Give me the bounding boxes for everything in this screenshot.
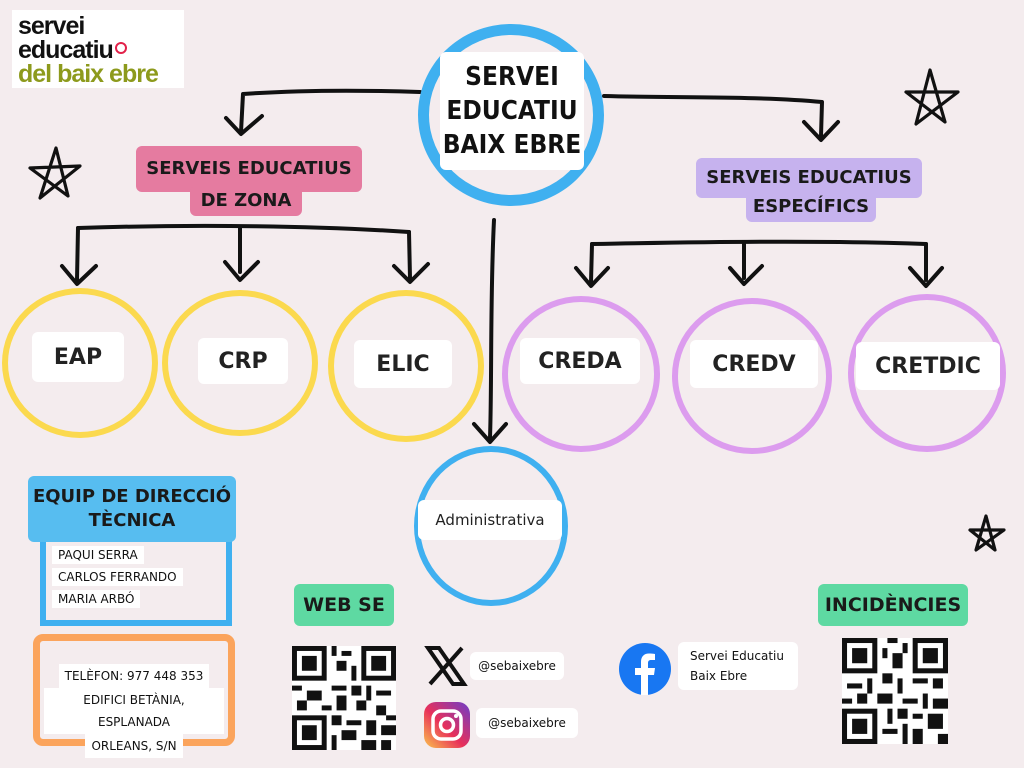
especifics-tag: SERVEIS EDUCATIUS bbox=[696, 158, 922, 198]
especifics-tag-line-1: SERVEIS EDUCATIUS bbox=[706, 167, 912, 188]
creda-label: CREDA bbox=[520, 338, 640, 384]
cretdic-label: CRETDIC bbox=[856, 342, 1000, 390]
elic-label: ELIC bbox=[354, 340, 452, 388]
incidencies-tag: INCIDÈNCIES bbox=[818, 584, 968, 626]
equip-tag: EQUIP DE DIRECCIÓ TÈCNICA bbox=[28, 476, 236, 542]
facebook-icon[interactable] bbox=[618, 642, 672, 696]
contact-phone: TELÈFON: 977 448 353 bbox=[58, 664, 210, 688]
especifics-tag-line-2: ESPECÍFICS bbox=[752, 196, 870, 217]
logo-line-1: servei bbox=[18, 12, 85, 40]
zona-tag-line-2: DE ZONA bbox=[200, 190, 292, 211]
member-name: CARLOS FERRANDO bbox=[52, 568, 183, 586]
contact-address-2: ORLEANS, S/N bbox=[85, 734, 183, 758]
main-circle bbox=[418, 24, 604, 206]
facebook-line-1: Servei Educatiu bbox=[690, 649, 784, 663]
contact-info: TELÈFON: 977 448 353 EDIFICI BETÀNIA, ES… bbox=[44, 664, 224, 758]
cretdic-circle bbox=[848, 294, 1006, 452]
member-name: PAQUI SERRA bbox=[52, 546, 144, 564]
main-title-line-1: SERVEI bbox=[465, 62, 559, 92]
qr-code-icon[interactable] bbox=[842, 638, 948, 744]
elic-circle bbox=[328, 290, 484, 442]
administrativa-label: Administrativa bbox=[418, 500, 562, 540]
zona-tag-sub: DE ZONA bbox=[190, 186, 302, 216]
crp-circle bbox=[162, 290, 318, 436]
equip-box bbox=[40, 510, 232, 626]
member-name: MARIA ARBÓ bbox=[52, 590, 141, 608]
star-icon bbox=[28, 146, 82, 200]
especifics-tag-sub: ESPECÍFICS bbox=[746, 192, 876, 222]
credv-circle bbox=[672, 298, 832, 454]
zona-tag-line-1: SERVEIS EDUCATIUS bbox=[146, 158, 352, 179]
x-logo-icon[interactable] bbox=[424, 644, 468, 688]
qr-code-icon[interactable] bbox=[292, 646, 396, 750]
eap-circle bbox=[2, 288, 158, 438]
crp-label: CRP bbox=[198, 338, 288, 384]
administrativa-circle bbox=[414, 446, 568, 606]
web-se-tag: WEB SE bbox=[294, 584, 394, 626]
main-title: SERVEI EDUCATIU BAIX EBRE bbox=[440, 52, 584, 170]
contact-address-1: EDIFICI BETÀNIA, ESPLANADA bbox=[44, 688, 224, 734]
instagram-handle[interactable]: @sebaixebre bbox=[476, 708, 578, 738]
zona-tag: SERVEIS EDUCATIUS bbox=[136, 146, 362, 192]
equip-tag-line-1: EQUIP DE DIRECCIÓ bbox=[32, 486, 232, 507]
instagram-icon[interactable] bbox=[422, 700, 472, 750]
logo-line-3: del baix ebre bbox=[18, 60, 159, 88]
logo: servei educatiu del baix ebre bbox=[12, 10, 184, 88]
main-title-line-2: EDUCATIU bbox=[446, 96, 578, 126]
equip-tag-line-2: TÈCNICA bbox=[88, 510, 176, 531]
logo-line-2: educatiu bbox=[18, 36, 114, 64]
facebook-page[interactable]: Servei Educatiu Baix Ebre bbox=[678, 642, 798, 690]
main-title-line-3: BAIX EBRE bbox=[442, 130, 582, 160]
creda-circle bbox=[502, 296, 660, 452]
star-icon bbox=[904, 68, 960, 126]
eap-label: EAP bbox=[32, 332, 124, 382]
star-icon bbox=[968, 514, 1006, 552]
x-handle[interactable]: @sebaixebre bbox=[470, 652, 564, 680]
facebook-line-2: Baix Ebre bbox=[690, 669, 748, 683]
logo-dot-icon bbox=[114, 42, 127, 54]
credv-label: CREDV bbox=[690, 340, 818, 388]
